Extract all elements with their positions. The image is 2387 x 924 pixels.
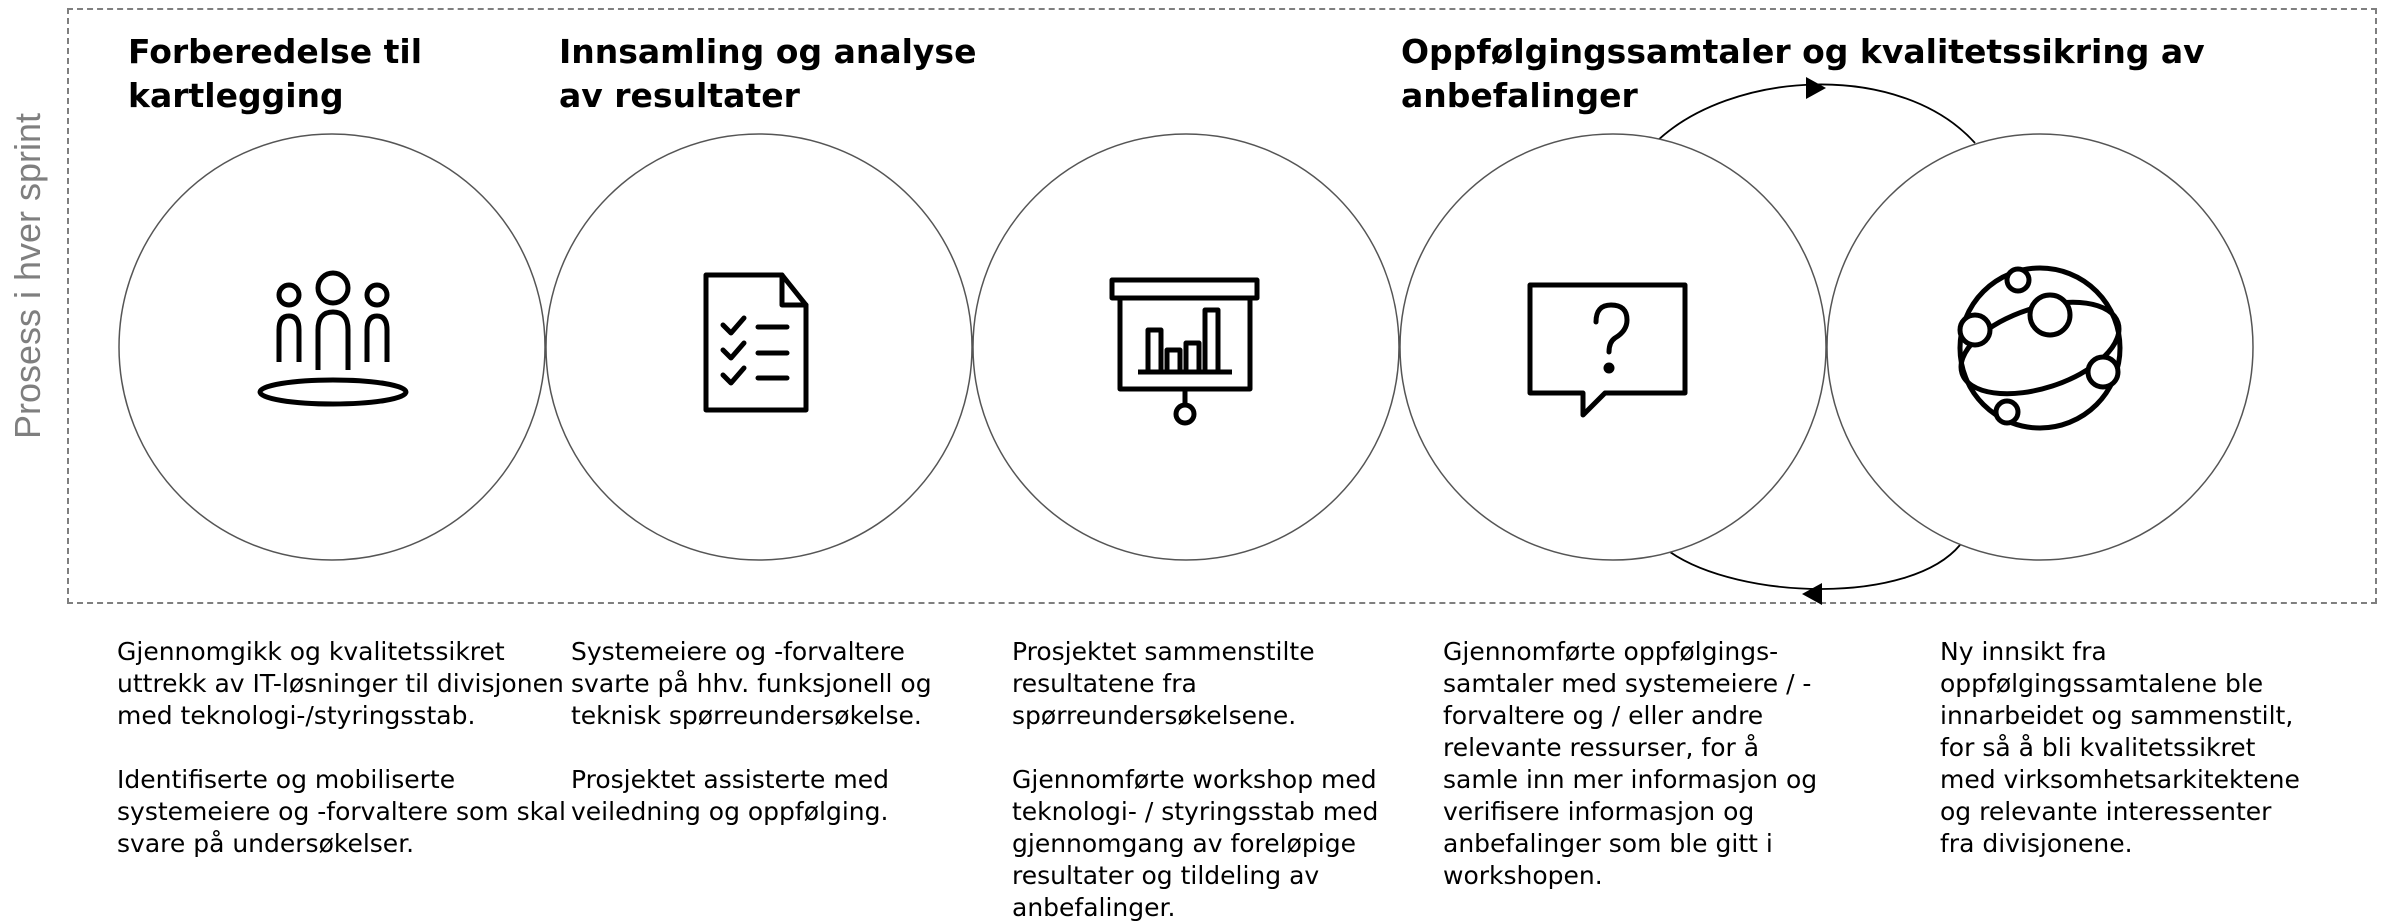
checklist-document-icon — [703, 272, 809, 413]
step-3-paragraph-1: Prosjektet sammenstilte resultatene fra … — [1012, 637, 1315, 730]
people-group-icon — [257, 270, 409, 407]
step-2-paragraph-2: Prosjektet assisterte med veiledning og … — [571, 765, 889, 826]
phase-title-collection-analysis: Innsamling og analyse av resultater — [559, 32, 977, 115]
presentation-board-icon — [1109, 277, 1260, 426]
step-5-paragraph-1: Ny innsikt fra oppfølgingssamtalene ble … — [1940, 637, 2300, 858]
feedback-arrow-bottom — [1802, 583, 1822, 605]
question-speech-bubble-icon — [1527, 282, 1688, 418]
sprint-process-frame — [67, 8, 2377, 604]
step-circle-5 — [1826, 133, 2254, 561]
phase-title-followup-qa: Oppfølgingssamtaler og kvalitetssikring … — [1401, 32, 2205, 115]
step-circle-2 — [545, 133, 973, 561]
feedback-arc-bottom — [1669, 544, 1961, 590]
network-nodes-icon — [1957, 265, 2123, 431]
step-circle-4 — [1399, 133, 1827, 561]
step-circle-1 — [118, 133, 546, 561]
phase-title-preparation: Forberedelse til kartlegging — [128, 32, 423, 115]
step-3-paragraph-2: Gjennomførte workshop med teknologi- / s… — [1012, 765, 1379, 922]
step-1-paragraph-2: Identifiserte og mobiliserte systemeiere… — [117, 765, 566, 858]
step-1-description: Gjennomgikk og kvalitetssikret uttrekk a… — [117, 636, 566, 860]
step-3-description: Prosjektet sammenstilte resultatene fra … — [1012, 636, 1378, 924]
step-2-paragraph-1: Systemeiere og -forvaltere svarte på hhv… — [571, 637, 932, 730]
step-5-description: Ny innsikt fra oppfølgingssamtalene ble … — [1940, 636, 2300, 860]
feedback-arrow-top — [1806, 77, 1826, 99]
step-2-description: Systemeiere og -forvaltere svarte på hhv… — [571, 636, 932, 828]
step-4-description: Gjennomførte oppfølgings- samtaler med s… — [1443, 636, 1817, 892]
step-4-paragraph-1: Gjennomførte oppfølgings- samtaler med s… — [1443, 637, 1818, 890]
step-1-paragraph-1: Gjennomgikk og kvalitetssikret uttrekk a… — [117, 637, 564, 730]
